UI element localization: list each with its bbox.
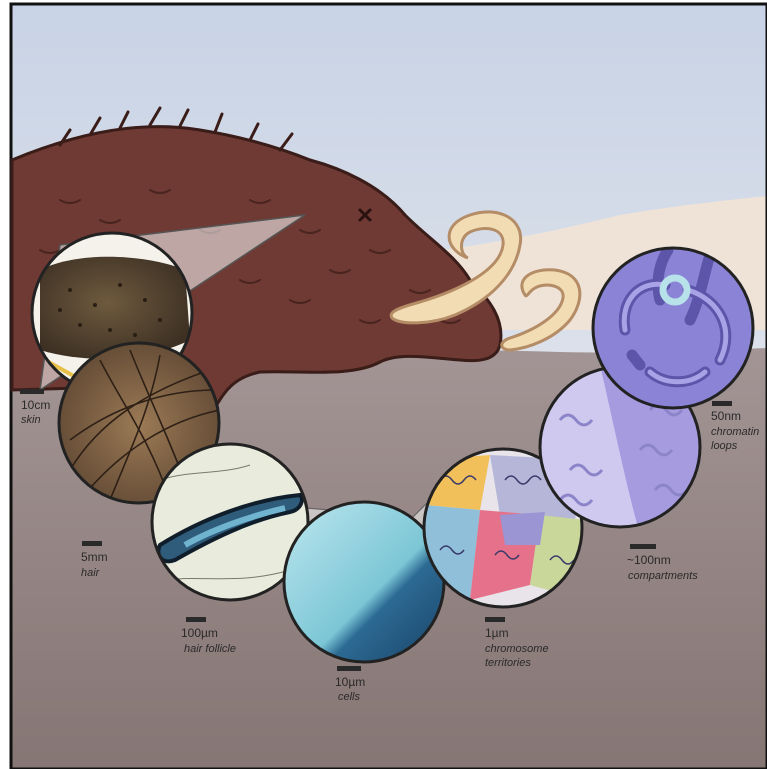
scale-bar <box>485 617 505 622</box>
scale-bar <box>630 544 656 549</box>
scale-name: chromatin <box>711 426 759 438</box>
scale-name: hair <box>81 567 101 579</box>
scale-value: 100µm <box>181 626 218 640</box>
scale-value: 10µm <box>335 675 365 689</box>
scale-value: 10cm <box>21 398 50 412</box>
scale-bar <box>186 617 206 622</box>
scale-bar <box>82 541 102 546</box>
scale-name-line-2: loops <box>711 440 738 452</box>
scale-name: compartments <box>628 570 698 582</box>
scale-name: chromosome <box>485 643 549 655</box>
scale-name: hair follicle <box>184 643 236 655</box>
scale-name: cells <box>338 691 361 703</box>
scale-value: 1µm <box>485 626 509 640</box>
scale-bar <box>712 401 732 406</box>
scale-bar <box>20 389 44 394</box>
scale-value: 5mm <box>81 550 108 564</box>
scale-value: 50nm <box>711 409 741 423</box>
scale-name-line-2: territories <box>485 657 531 669</box>
scale-value: ~100nm <box>627 553 671 567</box>
scale-bar <box>337 666 361 671</box>
scale-name: skin <box>21 414 41 426</box>
